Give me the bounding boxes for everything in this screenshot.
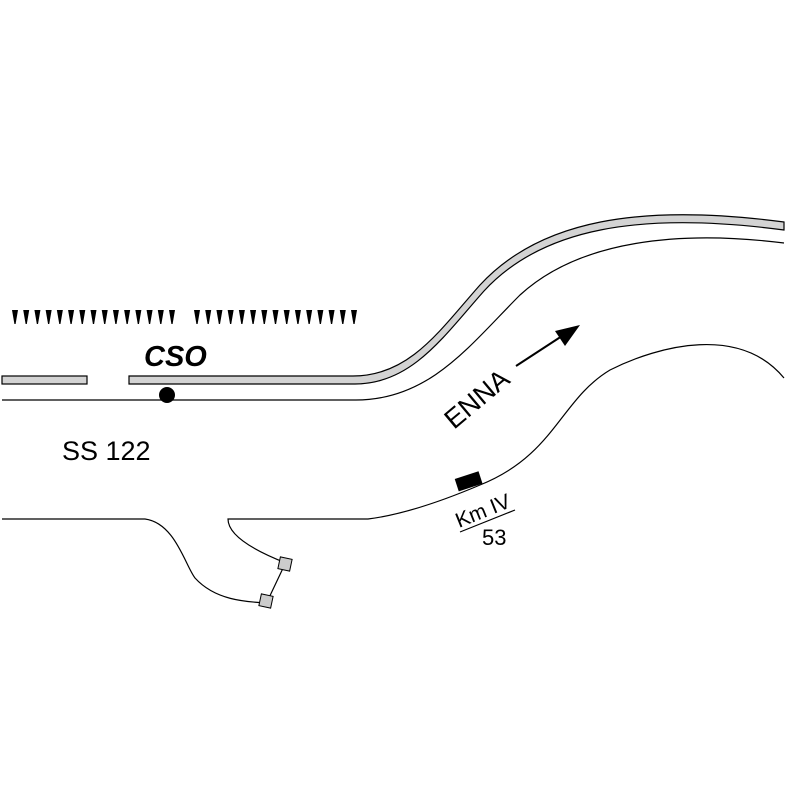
embankment-ticks-right — [194, 310, 357, 324]
embankment-tick-icon — [294, 310, 301, 324]
embankment-tick-icon — [205, 310, 212, 324]
embankment-tick-icon — [79, 310, 86, 324]
road-lower-edge-right — [227, 343, 785, 564]
station-dot-icon — [159, 387, 175, 403]
road-label: SS 122 — [62, 436, 151, 466]
road-upper-edge — [2, 237, 785, 401]
embankment-tick-icon — [339, 310, 346, 324]
embankment-tick-icon — [328, 310, 335, 324]
embankment-tick-icon — [317, 310, 324, 324]
embankment-tick-icon — [56, 310, 63, 324]
embankment-tick-icon — [194, 310, 200, 324]
embankment-tick-icon — [261, 310, 268, 324]
railway-track — [1, 214, 785, 385]
road-lower-edge-left — [2, 518, 269, 604]
embankment-tick-icon — [216, 310, 223, 324]
embankment-tick-icon — [124, 310, 131, 324]
embankment-tick-icon — [23, 310, 30, 324]
embankment-tick-icon — [283, 310, 290, 324]
barrier-post-top — [277, 556, 293, 572]
embankment-tick-icon — [135, 310, 142, 324]
railway-track-left-segment — [1, 375, 88, 385]
railway-track-main — [128, 214, 785, 385]
road-barrier — [258, 556, 293, 609]
embankment-tick-icon — [306, 310, 313, 324]
embankment-tick-icon — [272, 310, 279, 324]
embankment-tick-icon — [250, 310, 257, 324]
embankment-tick-icon — [351, 310, 357, 324]
embankment-tick-icon — [227, 310, 234, 324]
embankment-tick-icon — [68, 310, 75, 324]
embankment-tick-icon — [146, 310, 153, 324]
km-marker-divider — [459, 509, 516, 533]
barrier-post-bottom — [258, 593, 274, 609]
direction-label: ENNA — [439, 363, 516, 434]
embankment-tick-icon — [101, 310, 108, 324]
station-label: CSO — [144, 341, 207, 373]
embankment-ticks-left — [12, 310, 175, 324]
embankment-tick-icon — [45, 310, 52, 324]
arrow-right-icon — [515, 325, 580, 367]
embankment-tick-icon — [34, 310, 41, 324]
embankment-tick-icon — [90, 310, 97, 324]
embankment-tick-icon — [112, 310, 119, 324]
embankment-tick-icon — [12, 310, 18, 324]
km-marker-bottom: 53 — [482, 525, 506, 550]
embankment-tick-icon — [238, 310, 245, 324]
embankment-tick-icon — [157, 310, 164, 324]
embankment-tick-icon — [169, 310, 175, 324]
km-post-icon — [454, 471, 483, 492]
